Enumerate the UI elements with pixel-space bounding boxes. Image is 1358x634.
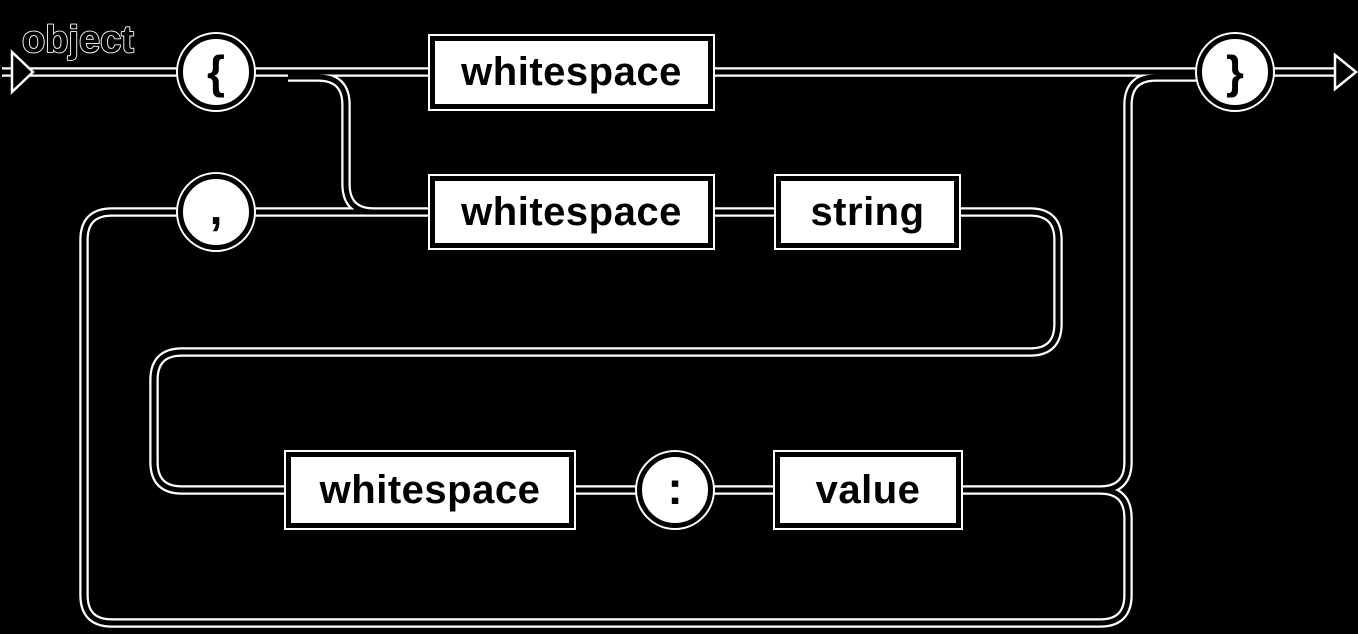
start-arrow-icon [10,49,35,95]
nonterminal-whitespace-top: whitespace [430,36,713,109]
terminal-comma: , [178,174,254,250]
diagram-title: object [22,19,134,61]
rail-halo [2,72,1340,623]
terminal-open-brace: { [178,34,254,110]
nonterminal-string: string [776,176,959,248]
nonterminal-whitespace-bottom: whitespace [286,452,574,528]
end-arrow-icon [1333,52,1358,92]
nonterminal-value: value [775,452,961,528]
nonterminal-whitespace-middle: whitespace [430,176,713,248]
terminal-colon: : [637,452,713,528]
terminal-close-brace: } [1197,34,1273,110]
